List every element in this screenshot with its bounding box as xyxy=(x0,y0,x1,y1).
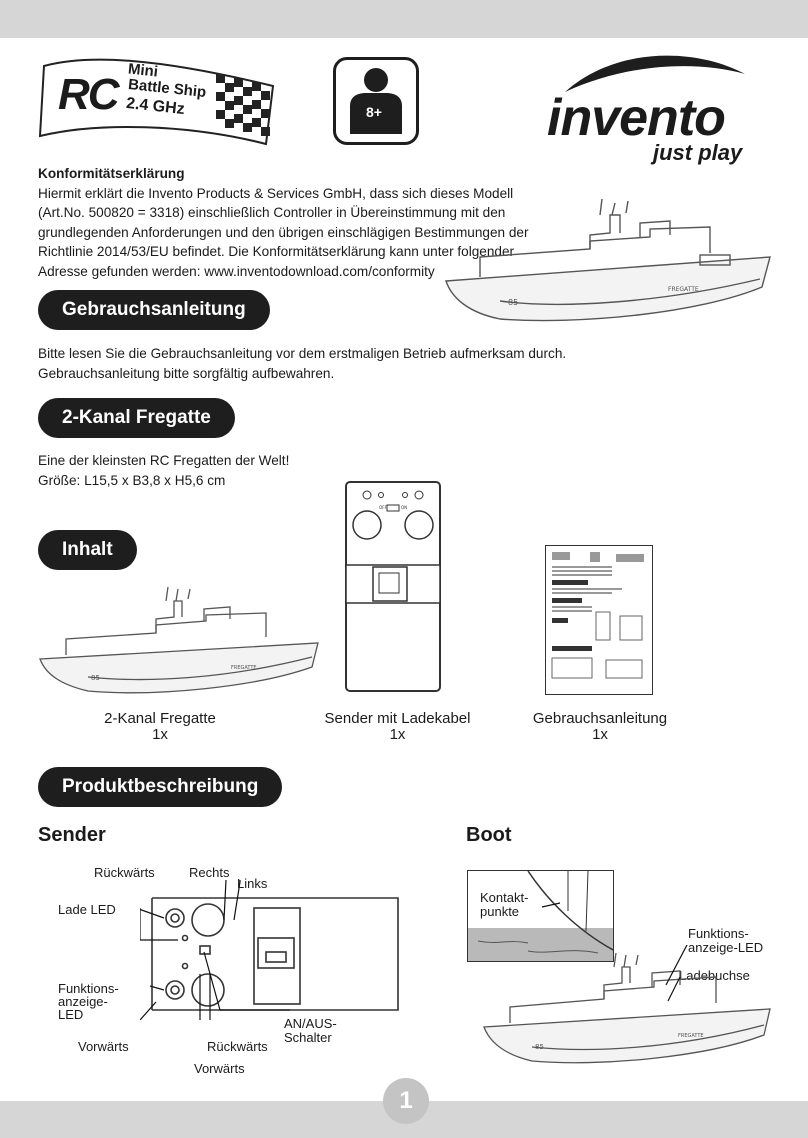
brand-logo: invento just play xyxy=(545,52,765,167)
contents-item-name: Sender mit Ladekabel xyxy=(324,710,471,727)
label-an-aus-schalter: AN/AUS- Schalter xyxy=(284,1017,337,1045)
product-line: Eine der kleinsten RC Fregatten der Welt… xyxy=(38,453,290,468)
label-line: LED xyxy=(58,1007,84,1022)
product-line: Größe: L15,5 x B3,8 x H5,6 cm xyxy=(38,472,226,488)
contents-item-name: 2-Kanal Fregatte xyxy=(104,710,216,727)
label-ladebuchse: Ladebuchse xyxy=(679,968,750,983)
age-label: 8+ xyxy=(366,104,382,120)
remote-on-label: ON xyxy=(401,505,407,510)
section-header-manual: Gebrauchsanleitung xyxy=(38,290,270,330)
label-line: Funktions- xyxy=(58,981,119,996)
conformity-block: Konformitätserklärung Hiermit erklärt di… xyxy=(38,164,558,281)
person-icon xyxy=(350,68,402,134)
manual-line: Bitte lesen Sie die Gebrauchsanleitung v… xyxy=(38,346,567,361)
label-rueckwaerts-bottom: Rückwärts xyxy=(207,1039,268,1054)
label-links: Links xyxy=(237,876,268,891)
label-line: anzeige-LED xyxy=(688,940,764,955)
sender-diagram xyxy=(140,880,399,1020)
top-band xyxy=(0,0,808,38)
conformity-line: (Art.No. 500820 = 3318) einschließlich C… xyxy=(38,205,506,220)
label-rueckwaerts-top: Rückwärts xyxy=(94,865,155,880)
brand-tagline: just play xyxy=(653,140,743,165)
ship-side-text: FREGATTE xyxy=(668,286,699,293)
ship-side-text: FREGATTE xyxy=(678,1033,704,1039)
label-line: punkte xyxy=(480,904,520,919)
rc-logo-text: RC xyxy=(58,70,120,119)
manual-text: Bitte lesen Sie die Gebrauchsanleitung v… xyxy=(38,344,566,383)
conformity-title: Konformitätserklärung xyxy=(38,166,185,181)
section-header-description: Produktbeschreibung xyxy=(38,767,283,807)
label-boot-funktions-led: Funktions- anzeige-LED xyxy=(688,927,763,955)
label-line: Kontakt- xyxy=(480,890,529,905)
remote-off-label: OFF xyxy=(379,505,387,510)
swoosh-icon xyxy=(565,55,745,92)
contents-item-name: Gebrauchsanleitung xyxy=(532,710,668,727)
conformity-line: Adresse gefunden werden: www.inventodown… xyxy=(38,263,435,279)
ship-image-large: 85 FREGATTE xyxy=(445,198,771,322)
rc-logo: RC Mini Battle Ship 2.4 GHz xyxy=(38,52,278,147)
label-rechts: Rechts xyxy=(189,865,230,880)
label-line: Schalter xyxy=(284,1030,332,1045)
contents-item: 2-Kanal Fregatte 1x xyxy=(70,711,250,743)
manual-thumbnail xyxy=(545,545,653,695)
remote-image: OFF ON xyxy=(345,481,441,692)
conformity-line: Richtlinie 2014/53/EU befindet. Die Konf… xyxy=(38,244,515,259)
contents-item-qty: 1x xyxy=(592,726,608,743)
product-text: Eine der kleinsten RC Fregatten der Welt… xyxy=(38,451,289,490)
ship-hull-number: 85 xyxy=(508,298,518,307)
label-line: anzeige- xyxy=(58,994,108,1009)
contents-item: Gebrauchsanleitung 1x xyxy=(510,711,690,743)
ship-image-contents: 85 FREGATTE xyxy=(39,586,319,694)
brand-name: invento xyxy=(547,89,726,147)
ship-side-text: FREGATTE xyxy=(231,665,257,671)
hull-detail xyxy=(477,871,613,954)
section-header-product: 2-Kanal Fregatte xyxy=(38,398,235,438)
ship-hull-number: 85 xyxy=(91,674,100,682)
water-area xyxy=(468,928,613,961)
boot-title: Boot xyxy=(466,824,512,846)
contents-item-qty: 1x xyxy=(152,726,168,743)
section-header-contents: Inhalt xyxy=(38,530,137,570)
page-number: 1 xyxy=(383,1078,429,1124)
label-vorwaerts-left: Vorwärts xyxy=(78,1039,129,1054)
ship-image-boot: 85 FREGATTE xyxy=(483,945,771,1064)
age-badge: 8+ xyxy=(333,57,419,145)
conformity-line: grundlegenden Anforderungen und den übri… xyxy=(38,224,529,240)
conformity-line: Hiermit erklärt die Invento Products & S… xyxy=(38,185,514,201)
sender-title: Sender xyxy=(38,824,106,846)
manual-line: Gebrauchsanleitung bitte sorgfältig aufb… xyxy=(38,365,335,381)
contents-item: Sender mit Ladekabel 1x xyxy=(300,711,495,743)
contents-item-qty: 1x xyxy=(389,726,406,743)
label-funktions-led: Funktions- anzeige- LED xyxy=(58,982,119,1021)
boot-detail-inset: Kontakt- punkte xyxy=(467,870,614,962)
label-kontaktpunkte: Kontakt- punkte xyxy=(480,891,528,919)
label-line: Funktions- xyxy=(688,926,749,941)
ship-hull-number: 85 xyxy=(535,1043,544,1051)
label-lade-led: Lade LED xyxy=(58,902,116,917)
label-line: AN/AUS- xyxy=(284,1016,337,1031)
label-vorwaerts-bottom: Vorwärts xyxy=(194,1061,245,1076)
manual-thumbnail-content xyxy=(551,552,644,679)
